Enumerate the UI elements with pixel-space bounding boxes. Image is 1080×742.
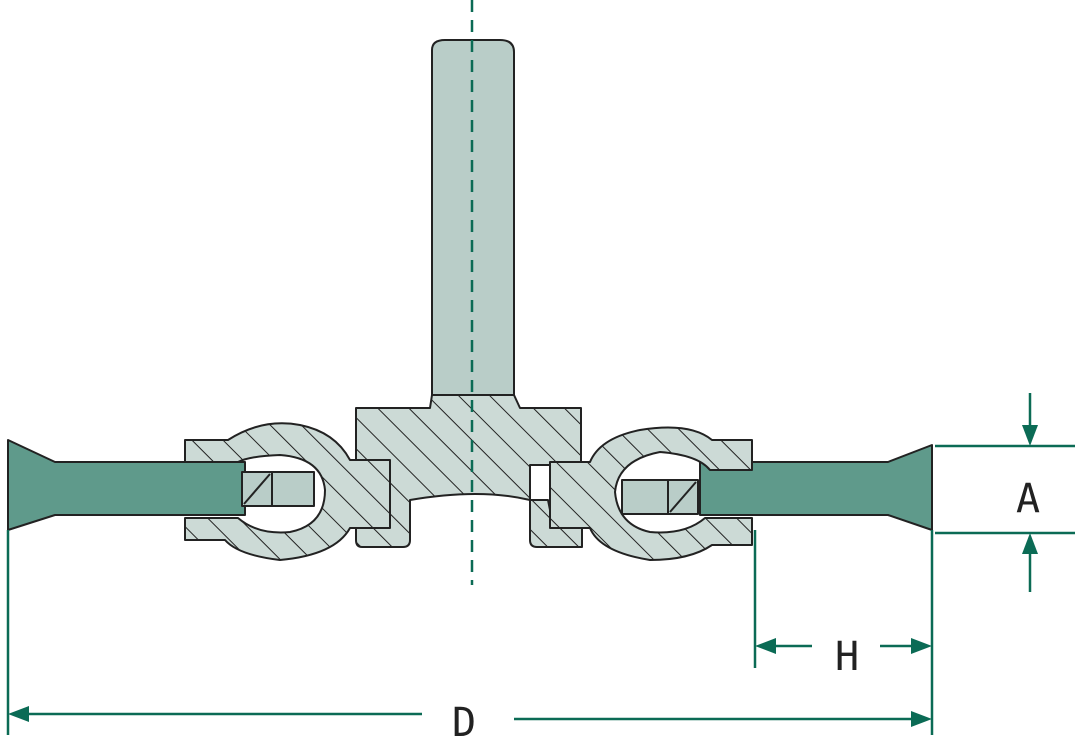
hub-section (355, 394, 582, 548)
dimension-h-arrow-right (911, 638, 932, 654)
dimension-d-label: D (452, 700, 476, 742)
dimension-d: D (6, 530, 932, 742)
dimension-h-label: H (835, 634, 859, 680)
right-retainer-cross (669, 481, 697, 513)
dimension-a: A (935, 393, 1075, 592)
left-clamp-ring (184, 422, 391, 561)
dimension-h: H (753, 530, 934, 735)
right-retainer-block (621, 479, 699, 515)
dimension-a-arrow-top (1022, 425, 1038, 446)
dimension-d-arrow-right (911, 711, 932, 727)
dimension-a-label: A (1016, 476, 1040, 522)
dimension-d-arrow-left (8, 706, 29, 722)
dimension-a-arrow-bottom (1022, 533, 1038, 554)
right-clamp-ring (549, 426, 753, 561)
dimension-h-arrow-left (755, 638, 776, 654)
left-retainer-cross (243, 473, 271, 505)
left-retainer-block (241, 471, 315, 507)
